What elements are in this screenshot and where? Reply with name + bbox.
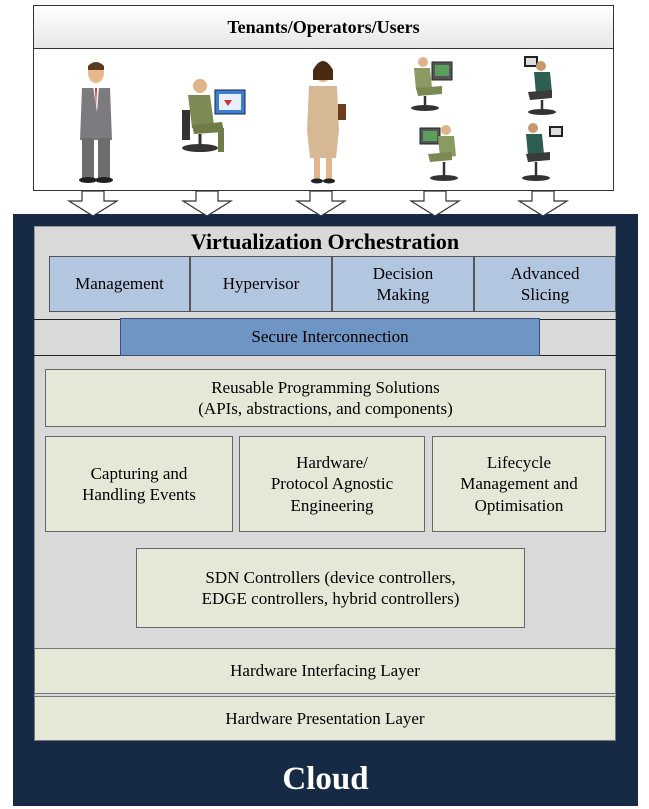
hardware-agnostic-box: Hardware/ Protocol Agnostic Engineering: [239, 436, 425, 532]
lifecycle-line-1: Lifecycle: [486, 453, 552, 473]
lifecycle-line-3: Optimisation: [474, 495, 564, 515]
capturing-events-box: Capturing and Handling Events: [45, 436, 233, 532]
capture-line-1: Capturing and: [90, 463, 188, 483]
advanced-slicing-box: Advanced Slicing: [474, 256, 616, 312]
capture-line-2: Handling Events: [82, 485, 196, 504]
down-arrow-icon: [66, 190, 120, 217]
reusable-programming-box: Reusable Programming Solutions (APIs, ab…: [45, 369, 606, 427]
users-title: Tenants/Operators/Users: [33, 5, 614, 49]
lifecycle-line-2: Management and: [460, 474, 578, 494]
hypervisor-box: Hypervisor: [190, 256, 332, 312]
agnostic-line-3: Engineering: [290, 495, 374, 515]
orchestration-title: Virtualization Orchestration: [190, 229, 460, 254]
down-arrow-icon: [294, 190, 348, 217]
hardware-interfacing-layer: Hardware Interfacing Layer: [34, 648, 616, 694]
down-arrow-icon: [408, 190, 462, 217]
secure-interconnection-box: Secure Interconnection: [120, 318, 540, 356]
reusable-line-2: (APIs, abstractions, and components): [198, 399, 453, 418]
sdn-controllers-box: SDN Controllers (device controllers, EDG…: [136, 548, 525, 628]
lifecycle-box: Lifecycle Management and Optimisation: [432, 436, 606, 532]
management-box: Management: [49, 256, 190, 312]
agnostic-line-2: Protocol Agnostic: [270, 474, 394, 494]
reusable-line-1: Reusable Programming Solutions: [211, 377, 440, 397]
sdn-line-2: EDGE controllers, hybrid controllers): [201, 589, 460, 608]
down-arrow-icon: [516, 190, 570, 217]
hardware-presentation-layer: Hardware Presentation Layer: [34, 696, 616, 741]
cloud-label: Cloud: [282, 760, 369, 797]
agnostic-line-1: Hardware/: [296, 453, 368, 473]
sdn-line-1: SDN Controllers (device controllers,: [205, 567, 456, 587]
decision-making-box: Decision Making: [332, 256, 474, 312]
down-arrow-icon: [180, 190, 234, 217]
